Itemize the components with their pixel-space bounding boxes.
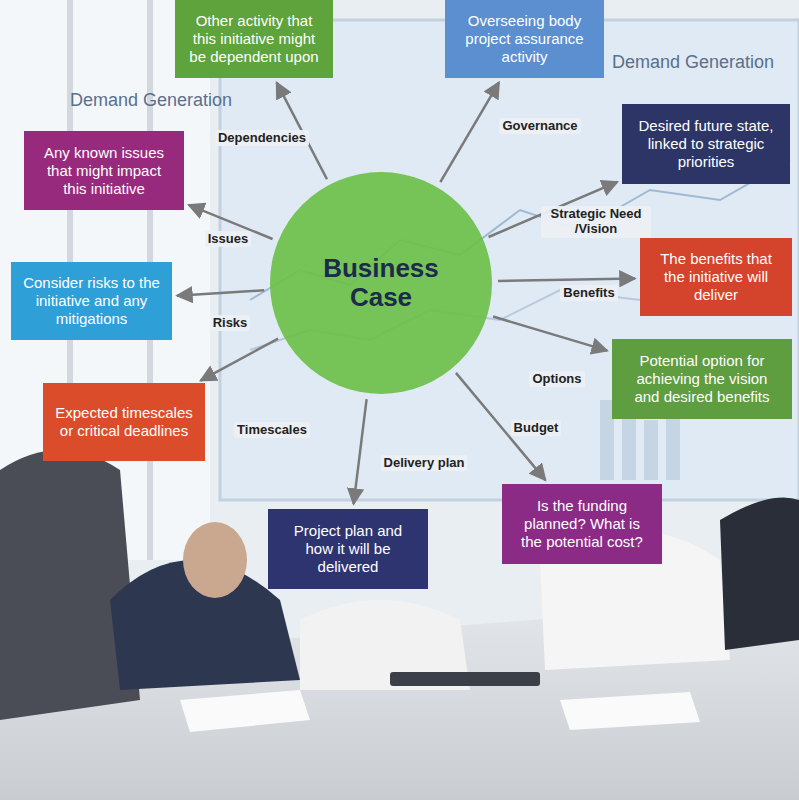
box-text: Any known issues that might impact this …	[34, 144, 174, 198]
edge-label: Governance	[499, 118, 580, 135]
arrow-connector	[493, 317, 607, 351]
edge-label: Risks	[210, 315, 251, 332]
paper-sheet	[180, 690, 310, 732]
screen-bar	[644, 420, 658, 480]
info-box: Is the funding planned? What is the pote…	[502, 484, 662, 564]
edge-label: Options	[529, 371, 584, 388]
info-box: Any known issues that might impact this …	[24, 131, 184, 210]
arrow-connector	[177, 290, 264, 295]
edge-label: Budget	[511, 420, 562, 437]
info-box: Consider risks to the initiative and any…	[11, 262, 172, 340]
info-box: Expected timescales or critical deadline…	[43, 383, 205, 461]
arrow-connector	[498, 278, 635, 280]
info-box: The benefits that the initiative will de…	[640, 238, 792, 316]
topic-title: Business Case	[306, 254, 456, 311]
screen-text: Demand Generation	[612, 52, 774, 73]
screen-text: Demand Generation	[70, 90, 232, 111]
box-text: The benefits that the initiative will de…	[650, 250, 782, 304]
box-text: Expected timescales or critical deadline…	[53, 404, 195, 440]
info-box: Potential option for achieving the visio…	[612, 339, 792, 419]
edge-label: Dependencies	[215, 130, 309, 147]
presentation-screen	[220, 20, 799, 500]
info-box: Desired future state, linked to strategi…	[622, 104, 790, 184]
box-text: Other activity that this initiative migh…	[185, 12, 323, 66]
edge-label: Strategic Need /Vision	[541, 206, 651, 238]
box-text: Potential option for achieving the visio…	[622, 352, 782, 406]
box-text: Desired future state, linked to strategi…	[632, 117, 780, 171]
person-jacket	[720, 498, 799, 651]
arrow-connector	[440, 82, 499, 182]
box-text: Overseeing body project assurance activi…	[455, 12, 594, 66]
edge-label: Delivery plan	[381, 455, 468, 472]
info-box: Overseeing body project assurance activi…	[445, 0, 604, 78]
edge-label: Benefits	[560, 285, 617, 302]
box-text: Consider risks to the initiative and any…	[21, 274, 162, 328]
person-head	[183, 522, 247, 598]
topic-circle: Business Case	[269, 171, 493, 395]
info-box: Other activity that this initiative migh…	[175, 0, 333, 78]
box-text: Project plan and how it will be delivere…	[278, 522, 418, 576]
box-text: Is the funding planned? What is the pote…	[512, 497, 652, 551]
edge-label: Timescales	[234, 422, 310, 439]
arrow-connector	[201, 339, 279, 381]
tablet	[390, 672, 540, 686]
circle-shape	[270, 172, 492, 394]
info-box: Project plan and how it will be delivere…	[268, 509, 428, 589]
paper-sheet	[560, 692, 700, 730]
arrow-connector	[354, 399, 367, 504]
edge-label: Issues	[205, 231, 251, 248]
